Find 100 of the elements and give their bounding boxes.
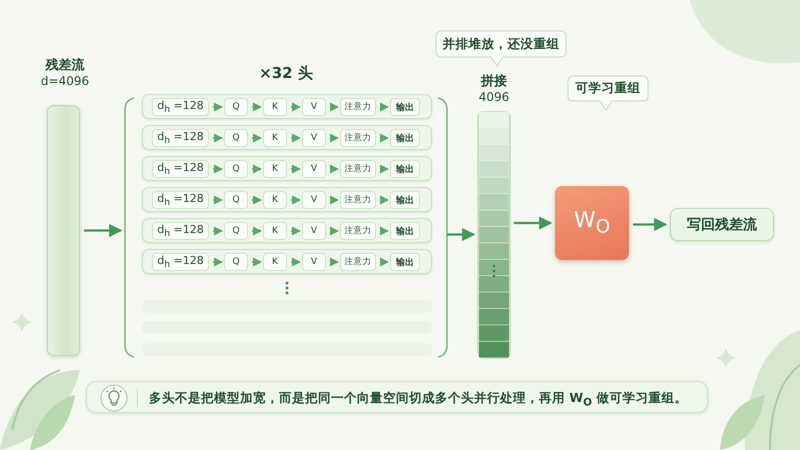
output-label: 写回残差流: [687, 216, 757, 234]
stream-title: 残差流: [44, 56, 86, 74]
step-box: [390, 98, 420, 116]
concat-title: 拼接: [480, 72, 508, 90]
step-box: [302, 129, 326, 147]
head-dimension-label: d$_{h}$ =128: [157, 130, 204, 146]
step-label: 输出: [396, 225, 414, 238]
dimension-box: [152, 222, 209, 240]
arrow: [380, 102, 389, 112]
arrow: [330, 226, 339, 236]
step-label: 注意力: [344, 225, 372, 237]
step-box: [390, 160, 420, 178]
arrow: [291, 134, 301, 142]
arrow: [252, 164, 262, 174]
arrow: [330, 134, 339, 142]
arrow: [380, 196, 389, 204]
heads-title: ×32 头: [258, 64, 314, 83]
step-box: [302, 253, 326, 271]
arrow: [84, 224, 122, 238]
head-row: [142, 125, 432, 150]
step-box: [390, 253, 420, 271]
step-box: [302, 191, 326, 209]
step-box: [340, 160, 376, 178]
step-box: [302, 98, 326, 116]
arrow: [330, 196, 339, 204]
arrow: [213, 164, 223, 174]
weight-matrix-box: [555, 186, 629, 260]
head-row: [142, 156, 432, 181]
arrow: [291, 164, 301, 174]
step-label: Q: [232, 195, 240, 205]
step-box: [263, 253, 287, 271]
dimension-box: [152, 191, 209, 209]
arrow: [291, 226, 301, 236]
dimension-label: d=4096: [40, 74, 90, 88]
step-box: [340, 191, 376, 209]
arrow: [447, 228, 476, 242]
step-label: Q: [232, 257, 240, 267]
head-row: [142, 249, 432, 274]
step-label: V: [310, 257, 318, 267]
arrow: [330, 258, 339, 266]
step-label: 注意力: [344, 101, 372, 113]
step-box: [263, 129, 287, 147]
arrow: [330, 164, 339, 174]
step-label: Q: [232, 226, 240, 236]
arrow: [213, 258, 223, 266]
step-label: K: [272, 102, 278, 112]
head-row: [142, 187, 432, 212]
step-label: K: [272, 257, 278, 267]
arrow: [252, 196, 262, 204]
step-box: [390, 129, 420, 147]
step-label: Q: [232, 133, 240, 143]
step-box: [224, 98, 248, 116]
note-text: 多头不是把模型加宽，而是把同一个向量空间切成多个头并行处理，再用 W$_{O}$ 做可学习重组。: [149, 390, 688, 408]
step-label: 注意力: [344, 256, 372, 268]
arrow: [380, 134, 389, 142]
step-box: [390, 191, 420, 209]
step-label: 注意力: [344, 163, 372, 175]
step-label: Q: [232, 102, 240, 112]
head-row: [142, 218, 432, 243]
arrow: [380, 164, 389, 174]
output-box: [670, 208, 774, 241]
step-box: [224, 222, 248, 240]
step-label: 输出: [396, 256, 414, 268]
step-box: [340, 253, 376, 271]
head-dimension-label: d$_{h}$ =128: [157, 98, 204, 116]
step-label: K: [272, 133, 278, 143]
arrow: [330, 102, 339, 112]
head-dimension-label: d$_{h}$ =128: [157, 222, 204, 240]
arrow: [291, 196, 301, 204]
step-label: K: [272, 164, 278, 174]
step-box: [302, 160, 326, 178]
step-label: V: [310, 226, 318, 236]
step-label: 注意力: [344, 132, 372, 144]
step-box: [263, 222, 287, 240]
step-box: [263, 98, 287, 116]
step-box: [263, 191, 287, 209]
step-label: K: [272, 195, 278, 205]
step-label: V: [310, 133, 318, 143]
step-box: [224, 129, 248, 147]
dimension-box: [152, 129, 209, 147]
step-box: [390, 222, 420, 240]
arrow: [380, 258, 389, 266]
step-box: [340, 98, 376, 116]
head-dimension-label: d$_{h}$ =128: [157, 160, 204, 178]
head-dimension-label: d$_{h}$ =128: [157, 254, 204, 270]
step-box: [224, 191, 248, 209]
arrow: [514, 216, 552, 230]
step-label: 输出: [396, 194, 414, 206]
arrow: [633, 218, 668, 232]
step-box: [340, 129, 376, 147]
step-label: V: [310, 102, 318, 112]
head-dimension-label: d$_{h}$ =128: [157, 192, 204, 208]
note-card: [86, 381, 708, 413]
arrow: [213, 196, 223, 204]
dimension-label: 4096: [478, 90, 510, 104]
callout-text: 可学习重组: [574, 80, 642, 97]
arrow: [252, 258, 262, 266]
step-box: [224, 160, 248, 178]
arrow: [213, 226, 223, 236]
step-box: [224, 253, 248, 271]
